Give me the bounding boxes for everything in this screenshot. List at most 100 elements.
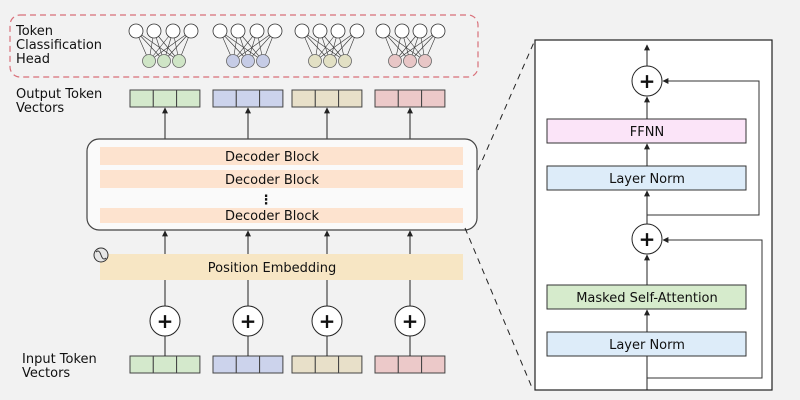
vector-cell bbox=[291, 355, 316, 374]
network-edge bbox=[301, 30, 346, 62]
vector-cell bbox=[397, 355, 423, 374]
position-embedding-bar bbox=[100, 254, 463, 280]
hidden-node bbox=[230, 23, 246, 39]
output-node bbox=[142, 54, 156, 68]
hidden-node bbox=[249, 23, 265, 39]
input-label-line-1: Input Token bbox=[22, 352, 97, 367]
input-vector-3 bbox=[291, 355, 363, 374]
layer-norm-bottom-label: Layer Norm bbox=[609, 338, 685, 353]
decoder-ellipsis: ⋮ bbox=[260, 193, 273, 208]
residual-add-1-symbol: + bbox=[639, 227, 656, 251]
vector-cell bbox=[152, 355, 178, 374]
head-label-line-1: Token bbox=[15, 24, 53, 39]
position-add-symbol: + bbox=[319, 309, 336, 333]
decoder-block-2-label: Decoder Block bbox=[225, 173, 319, 188]
layer-norm-top bbox=[546, 165, 747, 191]
vector-cell bbox=[235, 355, 261, 374]
network-edge bbox=[232, 30, 276, 62]
vector-cell bbox=[259, 89, 284, 108]
hidden-node bbox=[330, 23, 346, 39]
layer-norm-top-label: Layer Norm bbox=[609, 172, 685, 187]
masked-self-attention bbox=[546, 284, 747, 310]
vector-cell bbox=[152, 89, 178, 108]
output-node bbox=[388, 54, 402, 68]
position-add-node bbox=[394, 305, 426, 337]
zoom-line-top bbox=[477, 39, 536, 171]
output-node bbox=[403, 54, 417, 68]
hidden-node bbox=[146, 23, 162, 39]
position-add-symbol: + bbox=[157, 309, 174, 333]
classification-network-2 bbox=[212, 23, 283, 68]
network-edge bbox=[219, 30, 264, 62]
vector-cell bbox=[291, 89, 316, 108]
classification-networks bbox=[128, 23, 446, 68]
vector-cell bbox=[129, 89, 154, 108]
hidden-node bbox=[349, 23, 365, 39]
output-node bbox=[241, 54, 255, 68]
output-label-line-2: Vectors bbox=[16, 101, 64, 116]
decoder-block-n-label: Decoder Block bbox=[225, 209, 319, 224]
network-edge bbox=[382, 30, 426, 62]
head-label-line-3: Head bbox=[16, 52, 50, 67]
position-embedding-label: Position Embedding bbox=[208, 261, 336, 276]
vector-cell bbox=[212, 89, 237, 108]
vector-cell bbox=[421, 355, 446, 374]
residual-connection-2 bbox=[647, 78, 760, 216]
hidden-node bbox=[312, 23, 328, 39]
output-label-line-1: Output Token bbox=[16, 87, 102, 102]
hidden-node bbox=[212, 23, 228, 39]
ffnn-block bbox=[546, 118, 747, 144]
head-label-line-2: Classification bbox=[16, 38, 102, 53]
input-vector-2 bbox=[212, 355, 284, 374]
vector-cell bbox=[129, 355, 154, 374]
network-edge bbox=[314, 30, 358, 62]
input-label-line-2: Vectors bbox=[22, 366, 70, 381]
classification-network-3 bbox=[294, 23, 365, 68]
hidden-node bbox=[128, 23, 144, 39]
decoder-block-1 bbox=[100, 147, 463, 165]
classification-network-4 bbox=[375, 23, 446, 68]
position-add-symbol: + bbox=[240, 309, 257, 333]
input-vector-4 bbox=[374, 355, 446, 374]
vector-cell bbox=[314, 355, 340, 374]
output-node bbox=[172, 54, 186, 68]
classification-head-box bbox=[9, 14, 479, 78]
output-node bbox=[256, 54, 270, 68]
output-node bbox=[308, 54, 322, 68]
vector-cell bbox=[374, 355, 399, 374]
output-node bbox=[338, 54, 352, 68]
output-node bbox=[418, 54, 432, 68]
residual-connection-1 bbox=[647, 237, 763, 379]
vector-cell bbox=[374, 89, 399, 108]
position-add-node bbox=[232, 305, 264, 337]
output-token-vectors bbox=[129, 89, 446, 108]
vector-cell bbox=[235, 89, 261, 108]
layer-norm-bottom bbox=[546, 331, 747, 357]
vector-cell bbox=[176, 89, 201, 108]
decoder-block-1-label: Decoder Block bbox=[225, 150, 319, 165]
output-vector-3 bbox=[291, 89, 363, 108]
decoder-block-2 bbox=[100, 170, 463, 188]
masked-self-attention-label: Masked Self-Attention bbox=[576, 291, 718, 306]
vector-cell bbox=[338, 89, 363, 108]
network-edge bbox=[135, 30, 180, 62]
hidden-node bbox=[267, 23, 283, 39]
vector-cell bbox=[259, 355, 284, 374]
token-flow-arrows: + + + + bbox=[149, 107, 426, 356]
network-edge bbox=[394, 30, 439, 62]
position-add-node bbox=[311, 305, 343, 337]
zoom-line-bottom bbox=[464, 227, 534, 391]
input-vector-1 bbox=[129, 355, 201, 374]
position-add-symbol: + bbox=[402, 309, 419, 333]
hidden-node bbox=[165, 23, 181, 39]
hidden-node bbox=[412, 23, 428, 39]
decoder-block-n bbox=[100, 208, 463, 223]
vector-cell bbox=[212, 355, 237, 374]
classification-network-1 bbox=[128, 23, 199, 68]
ffnn-label: FFNN bbox=[630, 125, 664, 140]
sine-wave-icon bbox=[93, 247, 109, 263]
hidden-node bbox=[394, 23, 410, 39]
residual-add-2-symbol: + bbox=[639, 69, 656, 93]
vector-cell bbox=[314, 89, 340, 108]
